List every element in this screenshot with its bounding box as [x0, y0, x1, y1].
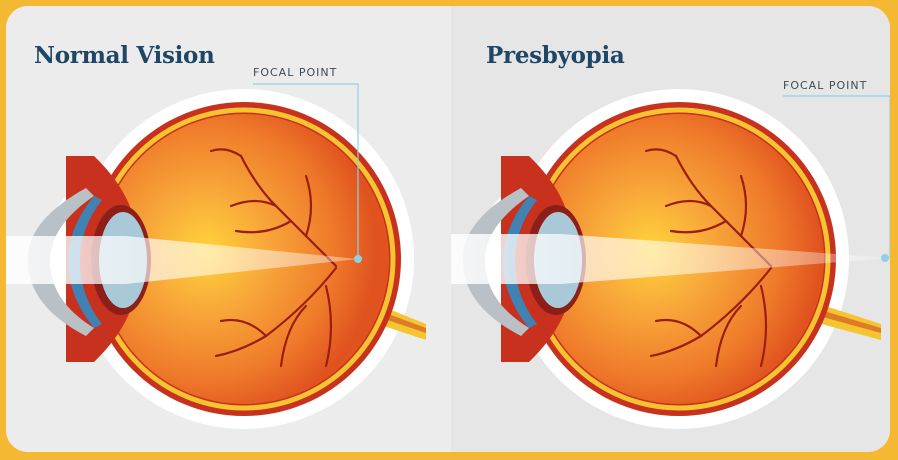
focal-point-label: FOCAL POINT — [783, 79, 867, 92]
presbyopia-panel: Presbyopia FOCAL POINT — [451, 6, 890, 452]
normal-vision-panel: Normal Vision FOCAL POINT — [6, 6, 451, 452]
panel-title: Normal Vision — [34, 42, 215, 69]
focal-point-label: FOCAL POINT — [253, 66, 337, 79]
presbyopia-eye-illustration — [451, 6, 890, 452]
panel-title: Presbyopia — [486, 42, 625, 69]
diagram-frame: Normal Vision FOCAL POINT — [6, 6, 890, 452]
focal-point-dot — [354, 255, 362, 263]
normal-eye-illustration — [6, 6, 451, 452]
focal-point-dot — [881, 254, 889, 262]
